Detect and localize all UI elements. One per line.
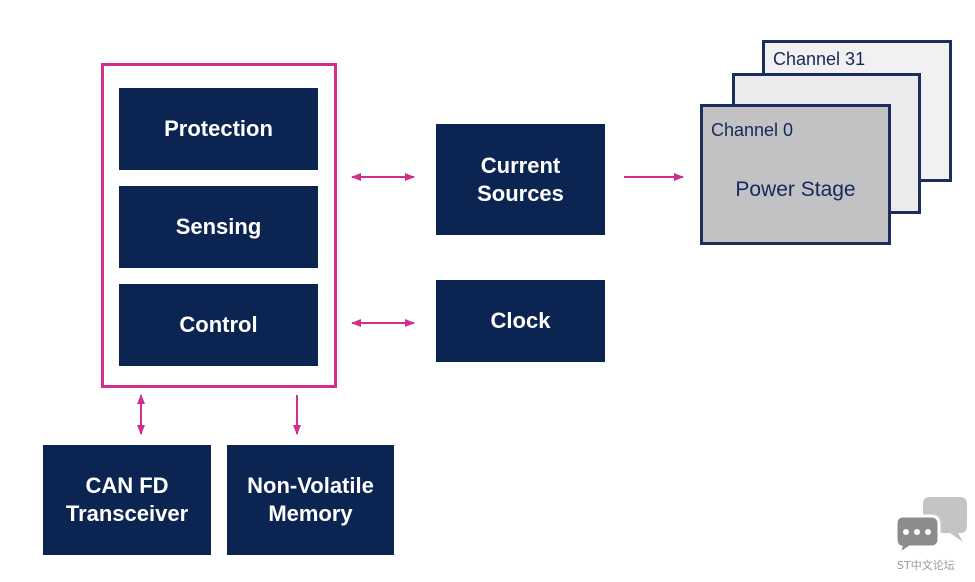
channel-0-card: Channel 0 Power Stage [700,104,891,245]
can-fd-transceiver-label: CAN FD Transceiver [65,473,189,526]
non-volatile-memory-block: Non-Volatile Memory [227,445,394,555]
clock-label: Clock [490,308,551,333]
non-volatile-memory-label: Non-Volatile Memory [247,473,374,526]
sensing-label: Sensing [175,214,262,239]
channel-31-label: Channel 31 [773,49,866,69]
protection-label: Protection [164,116,273,141]
channel-0-label: Channel 0 [711,120,794,140]
current-sources-block: Current Sources [436,124,605,235]
power-stage-label: Power Stage [735,178,856,201]
controller-group-frame [101,63,337,388]
protection-block: Protection [119,88,318,170]
control-block: Control [119,284,318,366]
sensing-block: Sensing [119,186,318,268]
control-label: Control [179,312,258,337]
watermark-text: ST中文论坛 [897,559,955,572]
can-fd-transceiver-block: CAN FD Transceiver [43,445,211,555]
chat-bubbles-icon [894,497,967,558]
clock-block: Clock [436,280,605,362]
current-sources-label: Current Sources [477,152,564,206]
